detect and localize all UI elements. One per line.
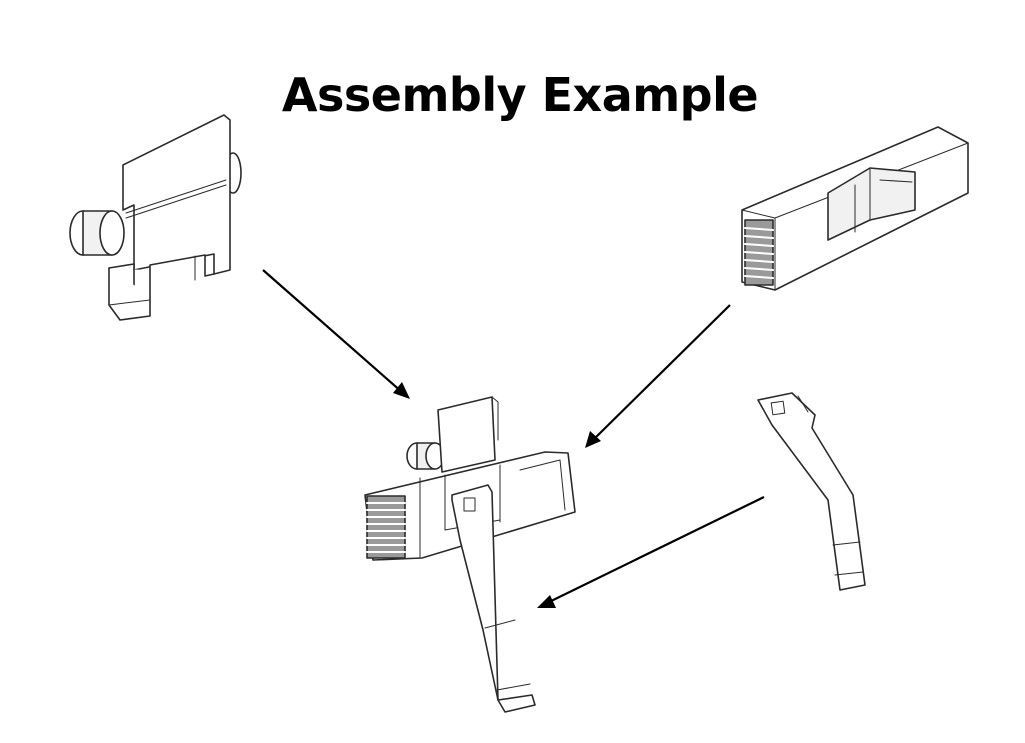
arrow-rail-to-assembly xyxy=(585,304,731,448)
spring-lever-icon xyxy=(757,392,866,591)
block-with-pin-icon xyxy=(69,114,242,321)
arrow-lever-to-assembly xyxy=(537,496,765,608)
assembled-unit-icon xyxy=(364,396,576,713)
arrow-block-to-assembly xyxy=(262,269,410,399)
rail-slide-icon xyxy=(741,126,969,291)
page-title: Assembly Example xyxy=(281,68,759,122)
